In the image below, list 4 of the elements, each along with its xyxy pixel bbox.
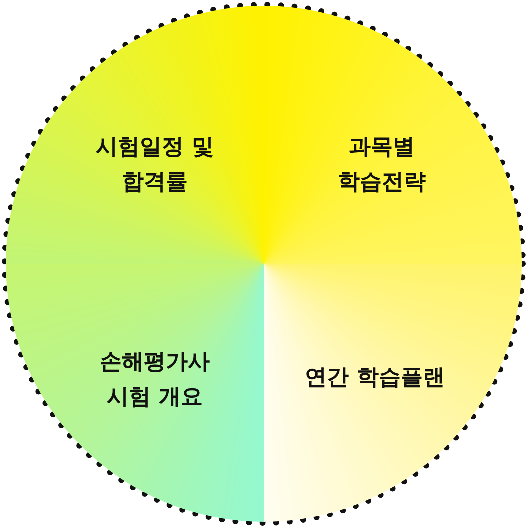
quadrant-title: 연간 학습플랜	[304, 364, 446, 392]
quadrant-title: 시험일정 및 합격률	[95, 134, 215, 197]
quadrant-title: 과목별 학습전략	[337, 134, 427, 197]
quadrant-title: 손해평가사 시험 개요	[99, 349, 211, 412]
